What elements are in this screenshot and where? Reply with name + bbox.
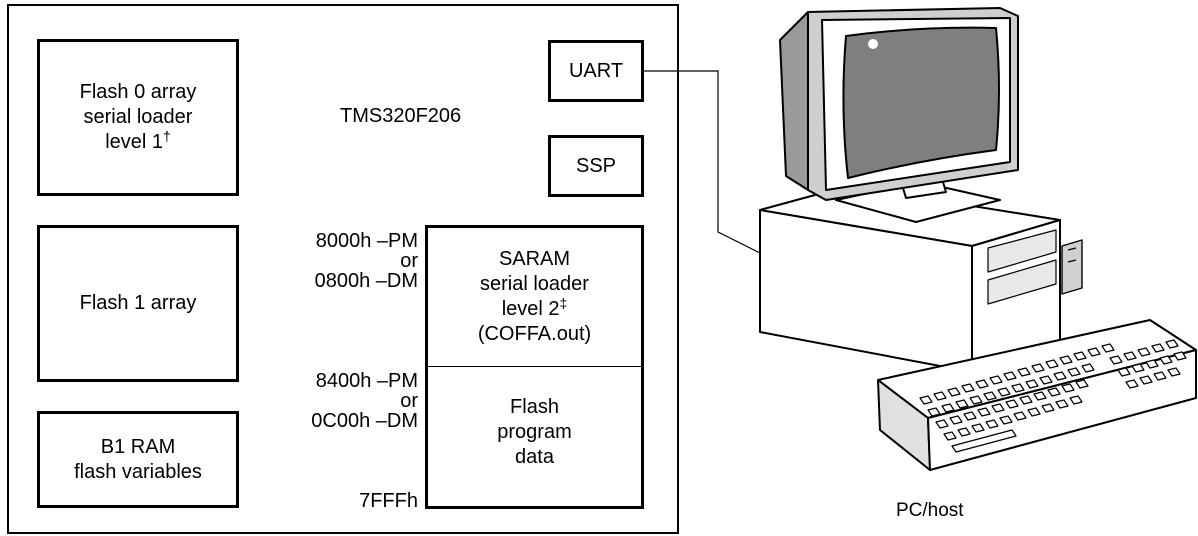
address-bottom: 7FFFh — [359, 490, 418, 512]
address-middle-or: or — [400, 390, 418, 412]
flash0-line-2: serial loader — [83, 106, 193, 128]
address-middle-dm: 0C00h –DM — [311, 410, 418, 432]
address-middle: 8400h –PM or 0C00h –DM — [311, 371, 418, 431]
fpd-line-2: program — [497, 421, 572, 443]
flash0-line-1: Flash 0 array — [79, 81, 197, 103]
keyboard-icon — [877, 319, 1197, 471]
flash0-array-block: Flash 0 array serial loader level 1† — [37, 39, 239, 196]
saram-memory-map: SARAM serial loader level 2‡ (COFFA.out)… — [425, 225, 644, 509]
pc-tower-icon — [759, 185, 1083, 373]
b1ram-line-2: flash variables — [74, 460, 202, 483]
saram-line-3: level 2 — [501, 298, 560, 320]
ssp-block: SSP — [548, 135, 644, 197]
flash1-label: Flash 1 array — [79, 292, 197, 314]
monitor-icon — [779, 7, 1019, 223]
ssp-label: SSP — [575, 154, 617, 177]
footnote-double-dagger: ‡ — [559, 295, 568, 311]
device-name: TMS320F206 — [340, 105, 462, 127]
pc-host-caption: PC/host — [896, 500, 964, 521]
flash-program-data-region: Flash program data — [428, 367, 641, 506]
address-middle-pm: 8400h –PM — [315, 370, 418, 392]
flash1-array-block: Flash 1 array — [37, 225, 239, 382]
saram-line-4: (COFFA.out) — [477, 323, 592, 345]
fpd-line-1: Flash — [510, 396, 559, 418]
flash0-line-3: level 1 — [105, 131, 163, 153]
saram-loader-region: SARAM serial loader level 2‡ (COFFA.out) — [428, 228, 641, 367]
fpd-line-3: data — [515, 446, 554, 468]
address-top-dm: 0800h –DM — [314, 270, 418, 292]
saram-line-2: serial loader — [480, 273, 589, 295]
device-outline — [7, 4, 679, 534]
uart-block: UART — [548, 40, 644, 102]
footnote-dagger: † — [163, 128, 171, 144]
address-top: 8000h –PM or 0800h –DM — [315, 231, 418, 291]
b1-ram-block: B1 RAM flash variables — [37, 411, 239, 508]
b1ram-line-1: B1 RAM — [100, 435, 176, 458]
uart-label: UART — [568, 59, 624, 82]
saram-line-1: SARAM — [498, 248, 571, 270]
address-top-pm: 8000h –PM — [315, 230, 418, 252]
address-top-or: or — [400, 250, 418, 272]
